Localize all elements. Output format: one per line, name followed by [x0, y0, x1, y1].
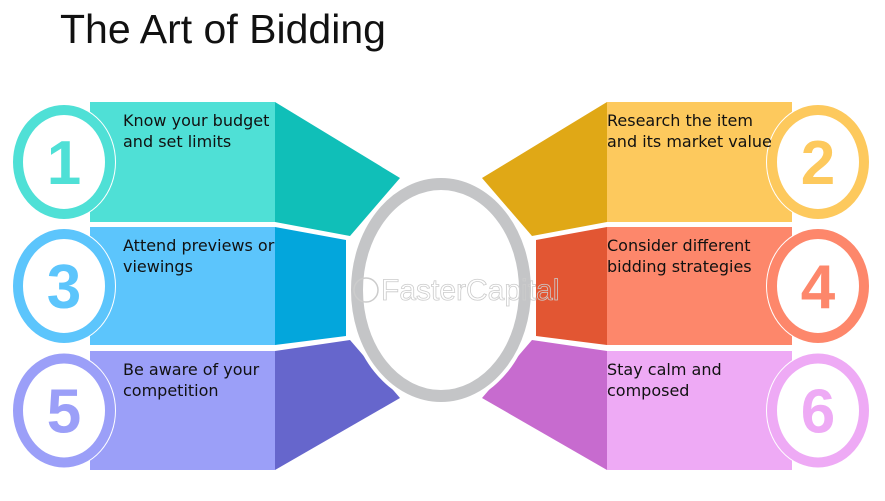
step-5-text: Be aware of your competition	[123, 360, 260, 400]
badge-ring	[767, 353, 869, 468]
page-title: The Art of Bidding	[60, 6, 386, 52]
step-band	[90, 227, 275, 345]
step-connector	[536, 227, 607, 345]
step-1-text: Know your budget and set limits	[123, 111, 270, 151]
badge-ring	[13, 105, 115, 219]
step-3: 3	[12, 227, 346, 345]
step-6-text: Stay calm and composed	[607, 360, 722, 400]
step-number: 2	[801, 129, 835, 198]
step-2-text: Research the item and its market value	[607, 111, 772, 151]
step-6: 6	[482, 340, 870, 470]
gear-icon	[353, 277, 379, 303]
center-oval	[351, 178, 531, 402]
step-3-text: Attend previews or viewings	[123, 236, 275, 276]
step-4-text: Consider different bidding strategies	[607, 236, 752, 276]
step-number: 1	[47, 129, 81, 198]
step-number: 5	[47, 378, 81, 447]
step-band	[90, 351, 275, 470]
step-2: 2	[482, 102, 870, 236]
step-connector	[482, 340, 607, 470]
badge-ring	[13, 229, 115, 343]
badge-ring	[13, 353, 115, 468]
step-number: 3	[47, 253, 81, 322]
step-band	[607, 102, 792, 222]
badge-ring	[767, 105, 869, 219]
step-connector	[275, 102, 400, 236]
step-5: 5	[12, 340, 400, 470]
step-band	[607, 227, 792, 345]
step-connector	[275, 227, 346, 345]
step-4: 4	[536, 227, 870, 345]
step-1: 1	[12, 102, 400, 236]
step-number: 6	[801, 378, 835, 447]
watermark: FasterCapital	[381, 274, 559, 307]
step-band	[90, 102, 275, 222]
step-number: 4	[801, 253, 836, 322]
badge-ring	[767, 229, 869, 343]
step-connector	[275, 340, 400, 470]
step-connector	[482, 102, 607, 236]
step-band	[607, 351, 792, 470]
